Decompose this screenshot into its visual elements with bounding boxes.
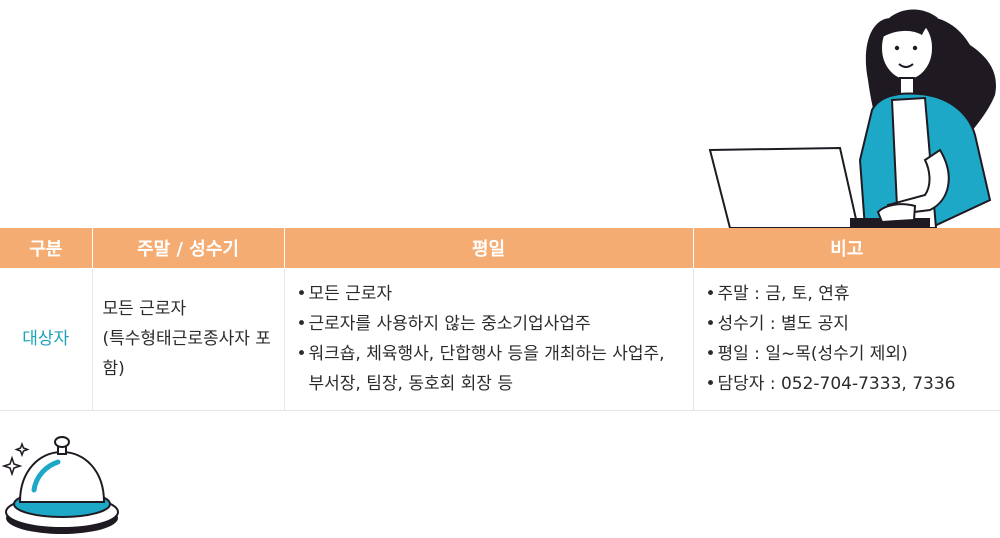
row-label: 대상자 [0,268,93,411]
list-item: 워크숍, 체육행사, 단합행사 등을 개최하는 사업주, 부서장, 팀장, 동호… [295,339,683,399]
list-item: 성수기 : 별도 공지 [704,309,991,339]
header-category: 구분 [0,228,93,268]
table-header-row: 구분 주말 / 성수기 평일 비고 [0,228,1000,268]
list-item: 평일 : 일~목(성수기 제외) [704,339,991,369]
service-bell-illustration [1,436,119,534]
list-item: 주말 : 금, 토, 연휴 [704,279,991,309]
note-cell: 주말 : 금, 토, 연휴 성수기 : 별도 공지 평일 : 일~목(성수기 제… [693,268,1000,411]
list-item: 근로자를 사용하지 않는 중소기업사업주 [295,309,683,339]
weekday-cell: 모든 근로자 근로자를 사용하지 않는 중소기업사업주 워크숍, 체육행사, 단… [284,268,694,411]
list-item: 담당자 : 052-704-7333, 7336 [704,369,991,399]
table-row: 대상자 모든 근로자 (특수형태근로종사자 포함) 모든 근로자 근로자를 사용… [0,268,1000,411]
header-weekday: 평일 [284,228,694,268]
list-item: 모든 근로자 [295,279,683,309]
header-weekend: 주말 / 성수기 [92,228,285,268]
header-note: 비고 [693,228,1000,268]
weekend-cell: 모든 근로자 (특수형태근로종사자 포함) [92,268,285,411]
info-table: 구분 주말 / 성수기 평일 비고 대상자 모든 근로자 (특수형태근로종사자 … [0,228,1000,411]
weekend-text: 모든 근로자 (특수형태근로종사자 포함) [102,299,271,379]
weekday-list: 모든 근로자 근로자를 사용하지 않는 중소기업사업주 워크숍, 체육행사, 단… [295,279,683,399]
woman-laptop-illustration [708,9,996,228]
note-list: 주말 : 금, 토, 연휴 성수기 : 별도 공지 평일 : 일~목(성수기 제… [704,279,991,399]
